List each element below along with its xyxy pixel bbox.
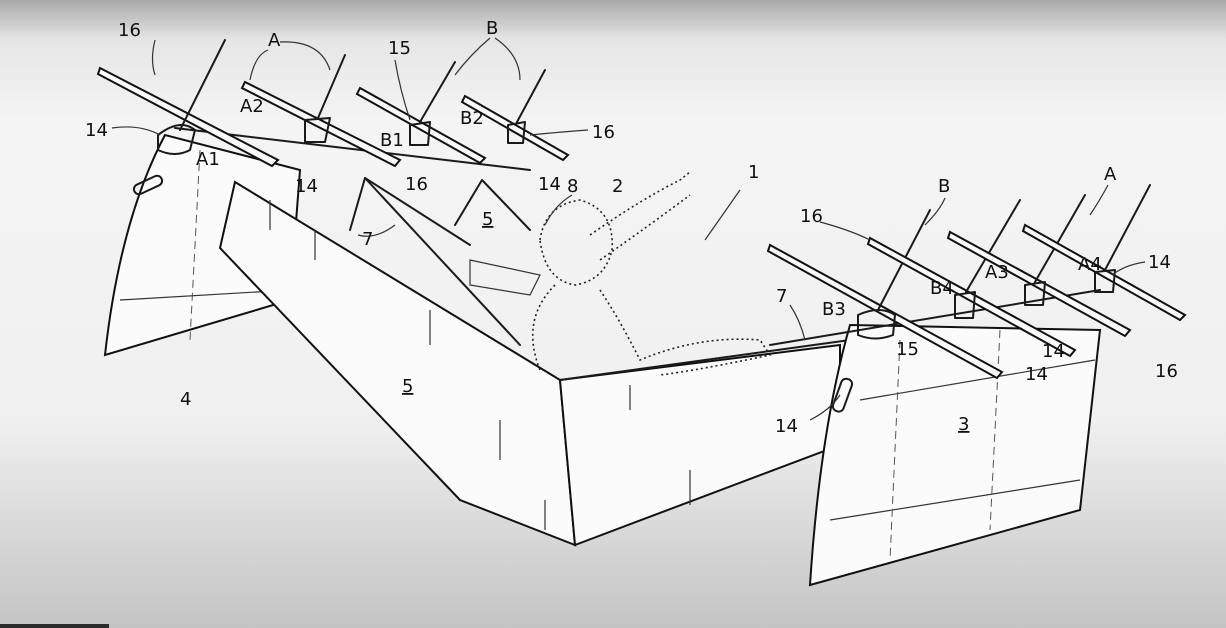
label-15: 15 (896, 339, 919, 360)
label-14: 14 (1148, 252, 1171, 273)
label-3: 3 (958, 414, 969, 435)
label-14: 14 (775, 416, 798, 437)
label-16: 16 (800, 206, 823, 227)
right-pontoon (769, 289, 1102, 587)
label-B4: B4 (930, 278, 954, 299)
label-16: 16 (1155, 361, 1178, 382)
label-A: A (1104, 164, 1117, 185)
label-A2: A2 (240, 96, 264, 117)
pilot-figure (532, 171, 772, 376)
leader-lines (111, 37, 1146, 421)
left-pontoon (103, 127, 531, 357)
label-14: 14 (295, 176, 318, 197)
label-16: 16 (592, 122, 615, 143)
label-B1: B1 (380, 130, 404, 151)
label-7: 7 (362, 229, 373, 250)
label-14: 14 (1025, 364, 1048, 385)
label-2: 2 (612, 176, 623, 197)
label-16: 16 (118, 20, 141, 41)
label-14: 14 (1042, 341, 1065, 362)
label-7: 7 (776, 286, 787, 307)
label-B2: B2 (460, 108, 484, 129)
label-A4: A4 (1078, 254, 1102, 275)
label-A1: A1 (196, 149, 220, 170)
label-5: 5 (402, 376, 413, 397)
label-1: 1 (748, 162, 759, 183)
center-hull (218, 177, 851, 547)
video-progress-bar[interactable] (0, 624, 109, 628)
label-8: 8 (567, 176, 578, 197)
label-B: B (486, 18, 498, 39)
label-16: 16 (405, 174, 428, 195)
label-B: B (938, 176, 950, 197)
rotors (96, 39, 1187, 380)
label-14: 14 (538, 174, 561, 195)
label-A3: A3 (985, 262, 1009, 283)
label-4: 4 (180, 389, 191, 410)
label-A: A (268, 30, 281, 51)
label-15: 15 (388, 38, 411, 59)
label-14: 14 (85, 120, 108, 141)
label-5: 5 (482, 209, 493, 230)
label-B3: B3 (822, 299, 846, 320)
reference-labels: 16 A 15 B A2 14 A1 B1 B2 16 14 16 14 8 2… (85, 18, 1178, 437)
